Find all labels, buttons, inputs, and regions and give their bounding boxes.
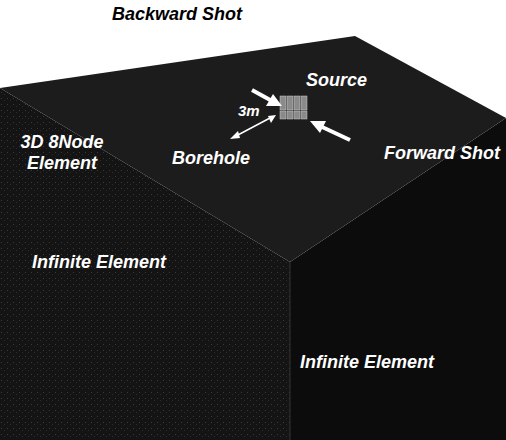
arrowhead	[310, 121, 326, 133]
heading-label: Forward Shot	[384, 143, 500, 164]
arrowhead	[230, 131, 240, 139]
box-edge	[290, 262, 291, 440]
region-label: Infinite Element	[32, 252, 166, 273]
part-label: Source	[306, 70, 367, 91]
region-label: Infinite Element	[300, 352, 434, 373]
part-label: Borehole	[172, 148, 250, 169]
borehole-mesh	[280, 96, 307, 119]
dimension-arrow	[236, 118, 270, 136]
arrowhead	[266, 94, 282, 106]
arrowhead	[268, 115, 276, 123]
top-face	[0, 36, 506, 262]
shot-arrows	[230, 90, 350, 140]
dimension-label: 3m	[238, 100, 260, 121]
heading-label: Backward Shot	[112, 4, 242, 25]
part-label: 3D 8Node Element	[6, 132, 118, 174]
forward-arrow	[320, 126, 350, 140]
backward-arrow	[252, 90, 272, 101]
